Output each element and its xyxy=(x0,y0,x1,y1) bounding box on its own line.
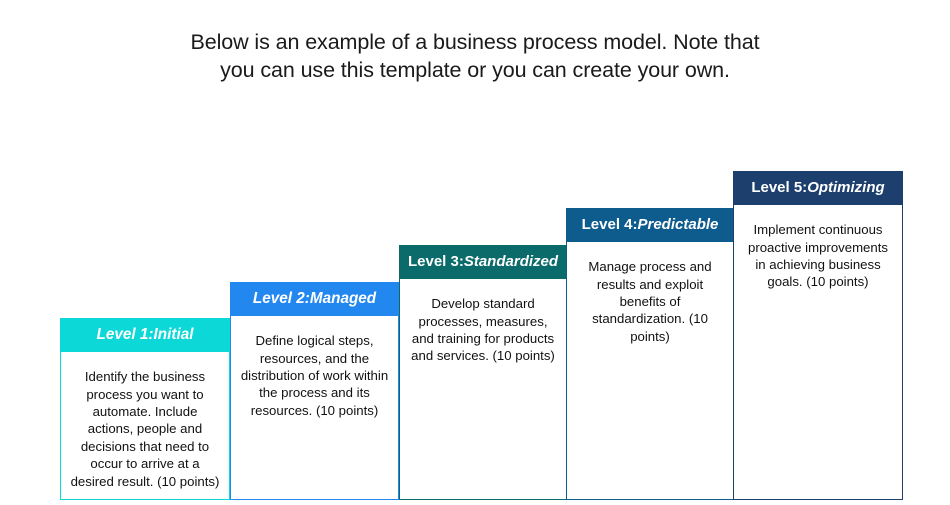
level-5-label-name: Optimizing xyxy=(807,179,885,197)
level-column-3[interactable]: Level 3: Standardized Develop standard p… xyxy=(398,244,568,500)
page-title: Below is an example of a business proces… xyxy=(0,28,950,84)
level-column-2[interactable]: Level 2: Managed Define logical steps, r… xyxy=(229,281,400,500)
level-1-label-number: Level 1: xyxy=(96,325,154,343)
level-5-header: Level 5: Optimizing xyxy=(732,170,904,205)
maturity-staircase-diagram: Level 1: Initial Identify the business p… xyxy=(59,150,905,500)
page-title-line-2: you can use this template or you can cre… xyxy=(220,58,730,82)
level-2-body: Define logical steps, resources, and the… xyxy=(240,333,389,418)
level-2-header: Level 2: Managed xyxy=(229,281,400,316)
level-4-body: Manage process and results and exploit b… xyxy=(588,259,712,344)
level-2-label-name: Managed xyxy=(309,289,377,307)
level-4-label-name: Predictable xyxy=(637,216,719,234)
level-3-body: Develop standard processes, measures, an… xyxy=(411,296,555,364)
level-5-body: Implement continuous proactive improveme… xyxy=(748,222,888,290)
level-5-label-number: Level 5: xyxy=(751,179,808,197)
level-4-header: Level 4: Predictable xyxy=(565,207,735,242)
level-3-label-number: Level 3: xyxy=(407,253,464,271)
level-3-label-name: Standardized xyxy=(463,253,559,271)
level-1-body: Identify the business process you want t… xyxy=(70,369,220,489)
level-column-4[interactable]: Level 4: Predictable Manage process and … xyxy=(565,207,735,500)
level-column-5[interactable]: Level 5: Optimizing Implement continuous… xyxy=(732,170,904,500)
level-column-1[interactable]: Level 1: Initial Identify the business p… xyxy=(59,317,231,500)
level-3-header: Level 3: Standardized xyxy=(398,244,568,279)
level-4-label-number: Level 4: xyxy=(581,216,638,234)
page-title-line-1: Below is an example of a business proces… xyxy=(190,30,760,54)
level-1-label-name: Initial xyxy=(153,325,194,343)
level-1-header: Level 1: Initial xyxy=(59,317,231,352)
level-2-label-number: Level 2: xyxy=(252,289,310,307)
